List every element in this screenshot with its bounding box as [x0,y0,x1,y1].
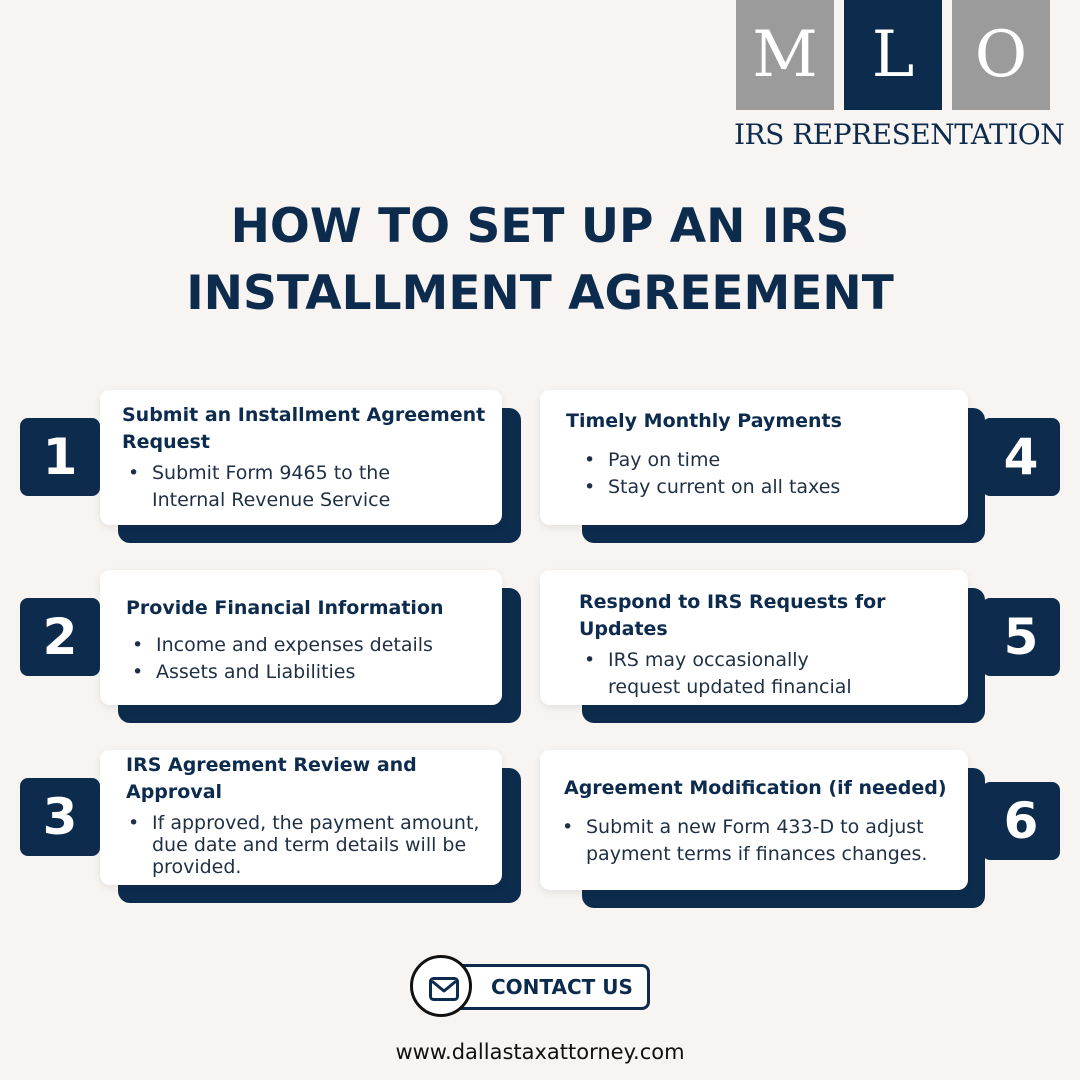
step-bullet: Income and expenses details [126,632,496,659]
step-bullet: Pay on time [578,447,938,474]
logo-letter-m: M [736,0,834,110]
step-bullet: Assets and Liabilities [126,659,496,686]
step-number: 4 [982,418,1060,496]
step-title: Submit an Installment Agreement Request [122,404,486,453]
step-bullet: Stay current on all taxes [578,474,938,501]
step-bullets: If approved, the payment amount, due dat… [122,812,502,878]
step-title: Respond to IRS Requests for Updates [579,591,886,640]
step-number: 6 [982,782,1060,860]
step-number: 3 [20,778,100,856]
step-bullet: Submit a new Form 433-D to adjust paymen… [556,814,956,868]
logo-letter-l: L [844,0,942,110]
website-link[interactable]: www.dallastaxattorney.com [395,1040,685,1064]
step-bullets: Pay on time Stay current on all taxes [578,447,938,501]
step-title: IRS Agreement Review and Approval [126,754,417,803]
step-bullets: Income and expenses details Assets and L… [126,632,496,686]
step-bullets: Submit Form 9465 to the Internal Revenue… [122,460,422,514]
step-bullets: IRS may occasionally request updated fin… [578,647,878,701]
step-bullets: Submit a new Form 433-D to adjust paymen… [556,814,956,868]
title-line-1: HOW TO SET UP AN IRS [230,199,850,254]
step-bullet: IRS may occasionally request updated fin… [578,647,878,701]
envelope-icon[interactable] [410,955,472,1017]
step-number: 2 [20,598,100,676]
envelope-icon-glyph [429,977,459,1001]
step-number: 1 [20,418,100,496]
contact-us-button-group[interactable]: CONTACT US [410,955,655,1019]
logo-subtitle: IRS REPRESENTATION [734,118,1065,151]
step-title: Agreement Modification (if needed) [564,777,947,799]
step-bullet: Submit Form 9465 to the Internal Revenue… [122,460,422,514]
step-title: Provide Financial Information [126,597,444,619]
mlo-logo: M L O IRS REPRESENTATION [734,0,1065,160]
step-number: 5 [982,598,1060,676]
step-bullet: If approved, the payment amount, due dat… [122,812,502,878]
title-line-2: INSTALLMENT AGREEMENT [186,266,894,321]
contact-us-button[interactable]: CONTACT US [448,964,650,1010]
step-title: Timely Monthly Payments [566,410,842,432]
page-title: HOW TO SET UP AN IRS INSTALLMENT AGREEME… [0,193,1080,327]
logo-letter-o: O [952,0,1050,110]
